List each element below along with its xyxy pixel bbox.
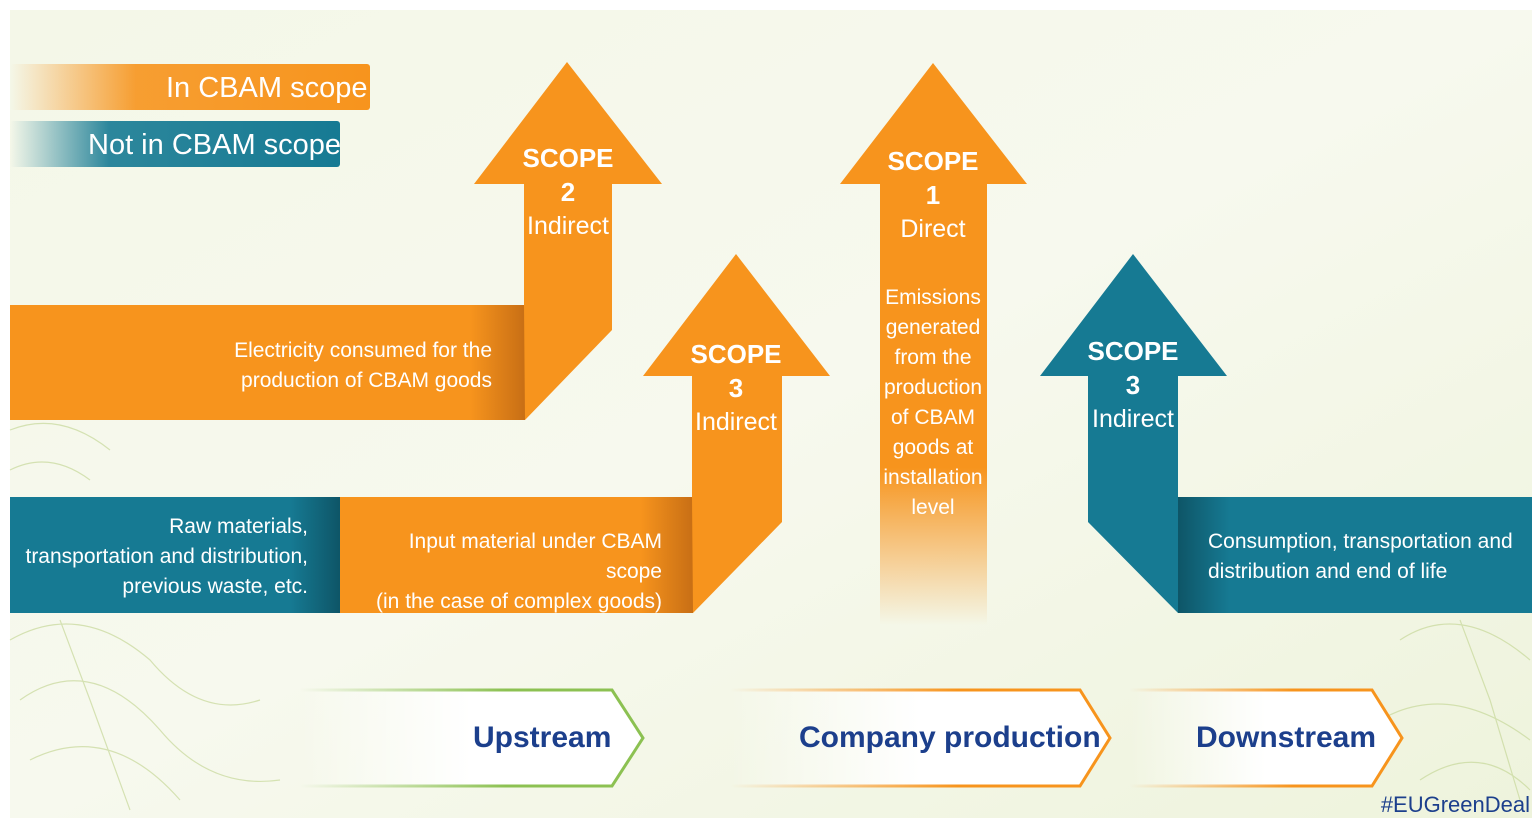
- company-production-chevron-outline: [730, 688, 1112, 788]
- downstream-line: Consumption, transportation and: [1208, 530, 1513, 553]
- scope3-downstream-label: SCOPE 3 Indirect: [1083, 334, 1183, 436]
- scope2-title: SCOPE: [522, 143, 614, 173]
- scope1-description: Emissions generated from the production …: [874, 283, 992, 523]
- scope2-label: SCOPE 2 Indirect: [518, 141, 618, 243]
- scope1-title: SCOPE: [887, 146, 979, 176]
- upstream-chevron-outline: [300, 688, 645, 788]
- legend-not-in-scope-label: Not in CBAM scope: [88, 129, 342, 161]
- electricity-text: Electricity consumed for the production …: [196, 336, 492, 396]
- scope1-desc-line: installation: [883, 466, 983, 489]
- raw-materials-band: [10, 497, 340, 613]
- scope2-number: 2: [560, 177, 576, 207]
- scope1-kind: Direct: [900, 215, 966, 243]
- input-material-line: (in the case of complex goods): [376, 590, 662, 613]
- scope1-desc-line: of CBAM: [890, 406, 976, 429]
- scope3-upstream-kind: Indirect: [695, 408, 777, 436]
- company-production-label: Company production: [799, 721, 1101, 754]
- raw-materials-text: Raw materials, transportation and distri…: [14, 512, 308, 602]
- scope3-upstream-title: SCOPE: [690, 339, 782, 369]
- scope1-label: SCOPE 1 Direct: [883, 144, 983, 246]
- input-material-line: Input material under CBAM scope: [408, 530, 662, 583]
- input-material-band-shade: [640, 497, 693, 613]
- scope1-desc-line: production: [883, 376, 983, 399]
- electricity-band: [10, 305, 525, 420]
- downstream-chevron: [1130, 690, 1402, 786]
- legend-not-in-scope-swatch: [10, 121, 340, 167]
- hashtag: #EUGreenDeal: [1380, 792, 1530, 817]
- downstream-band-shade: [1178, 497, 1230, 613]
- input-material-text: Input material under CBAM scope (in the …: [348, 527, 662, 617]
- raw-materials-band-shade: [290, 497, 340, 613]
- downstream-chevron-outline: [1130, 688, 1404, 788]
- scope3-upstream-arrow: [643, 254, 830, 613]
- scope1-arrow: [840, 63, 1027, 625]
- leaf-texture: [9, 422, 1531, 811]
- scope1-desc-line: level: [911, 496, 955, 519]
- scope3-downstream-title: SCOPE: [1087, 336, 1179, 366]
- scope3-downstream-kind: Indirect: [1092, 405, 1174, 433]
- scope3-upstream-number: 3: [728, 373, 744, 403]
- downstream-band: [1178, 497, 1532, 613]
- upstream-chevron: [300, 690, 643, 786]
- scope1-desc-line: Emissions: [885, 286, 981, 309]
- downstream-line: distribution and end of life: [1208, 560, 1448, 583]
- raw-materials-line: previous waste, etc.: [122, 575, 308, 598]
- scope2-arrow: [474, 62, 662, 420]
- company-production-chevron: [730, 690, 1110, 786]
- electricity-line: Electricity consumed for the: [234, 339, 492, 362]
- raw-materials-line: transportation and distribution,: [25, 545, 308, 568]
- scope2-kind: Indirect: [527, 212, 609, 240]
- scope3-downstream-arrow: [1040, 254, 1227, 613]
- downstream-label: Downstream: [1196, 721, 1377, 754]
- scope1-number: 1: [925, 180, 941, 210]
- scope1-desc-line: from the: [894, 346, 972, 369]
- electricity-line: production of CBAM goods: [241, 369, 492, 392]
- upstream-label: Upstream: [473, 721, 612, 754]
- scope1-desc-line: goods at: [892, 436, 974, 459]
- legend-in-scope-swatch: [10, 64, 370, 110]
- downstream-text: Consumption, transportation and distribu…: [1208, 527, 1518, 587]
- scope3-upstream-label: SCOPE 3 Indirect: [686, 337, 786, 439]
- scope1-desc-line: generated: [885, 316, 981, 339]
- electricity-band-shade: [470, 305, 525, 420]
- raw-materials-line: Raw materials,: [169, 515, 308, 538]
- scope3-downstream-number: 3: [1125, 370, 1141, 400]
- legend-in-scope-label: In CBAM scope: [166, 72, 368, 104]
- input-material-band: [340, 497, 693, 613]
